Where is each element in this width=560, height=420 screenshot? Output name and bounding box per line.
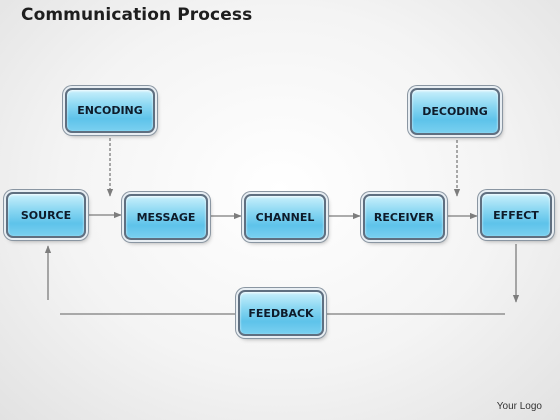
node-channel: CHANNEL — [244, 194, 326, 240]
logo-text: Your Logo — [496, 401, 542, 412]
node-feedback: FEEDBACK — [238, 290, 324, 336]
slide-title: Communication Process — [21, 5, 253, 25]
node-receiver: RECEIVER — [363, 194, 445, 240]
node-effect: EFFECT — [480, 192, 552, 238]
node-encoding: ENCODING — [65, 88, 155, 133]
node-decoding: DECODING — [410, 88, 500, 135]
node-source: SOURCE — [6, 192, 86, 238]
node-message: MESSAGE — [124, 194, 208, 240]
